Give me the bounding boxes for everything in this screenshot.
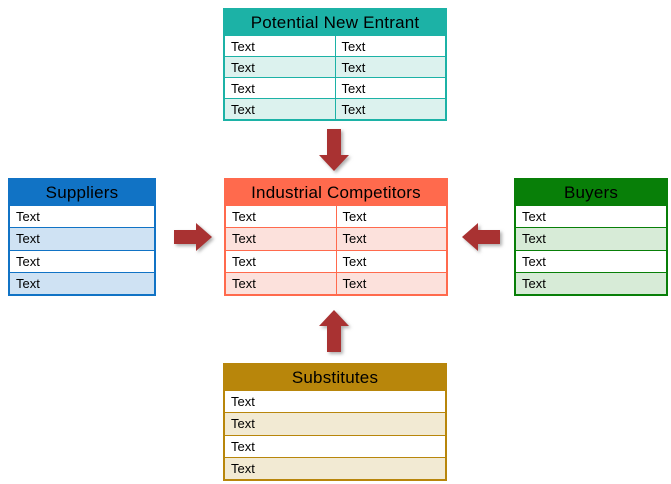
- table-cell: Text: [334, 36, 446, 56]
- table-row: Text Text: [225, 98, 445, 119]
- table-row: Text: [225, 434, 445, 457]
- table-title-industrial-competitors: Industrial Competitors: [226, 180, 446, 205]
- table-cell: Text: [16, 275, 40, 291]
- table-row: Text Text: [225, 77, 445, 98]
- table-row: Text: [10, 249, 154, 272]
- table-cell: Text: [522, 209, 546, 225]
- table-row: Text: [516, 249, 666, 272]
- table-potential-new-entrant: Potential New Entrant Text Text Text Tex…: [223, 8, 447, 121]
- table-cell: Text: [334, 57, 446, 77]
- table-row: Text Text: [226, 205, 447, 228]
- table-cell: Text: [232, 231, 256, 247]
- table-cell: Text: [231, 80, 255, 96]
- table-cell: Text: [16, 253, 40, 269]
- table-substitutes: Substitutes Text Text Text Text: [223, 363, 447, 481]
- table-row: Text Text: [225, 56, 445, 77]
- table-row: Text: [10, 271, 154, 294]
- table-cell: Text: [232, 253, 256, 269]
- table-cell: Text: [231, 59, 255, 75]
- table-cell: Text: [335, 206, 447, 228]
- table-buyers: Buyers Text Text Text Text: [514, 178, 668, 296]
- table-row: Text: [225, 412, 445, 435]
- table-industrial-competitors: Industrial Competitors Text Text Text Te…: [224, 178, 448, 296]
- arrow-down-icon: [319, 129, 349, 171]
- table-cell: Text: [231, 101, 255, 117]
- table-row: Text: [516, 271, 666, 294]
- table-cell: Text: [335, 228, 447, 250]
- table-cell: Text: [231, 394, 255, 410]
- table-cell: Text: [232, 275, 256, 291]
- table-row: Text: [225, 456, 445, 479]
- table-cell: Text: [522, 253, 546, 269]
- table-cell: Text: [231, 38, 255, 54]
- table-cell: Text: [335, 250, 447, 272]
- table-title-buyers: Buyers: [516, 180, 666, 205]
- arrow-right-icon: [174, 223, 212, 251]
- table-cell: Text: [231, 438, 255, 454]
- table-cell: Text: [231, 460, 255, 476]
- table-row: Text Text: [226, 249, 447, 272]
- table-row: Text Text: [226, 271, 447, 294]
- table-cell: Text: [522, 275, 546, 291]
- arrow-left-icon: [462, 223, 500, 251]
- table-row: Text Text: [226, 227, 447, 250]
- table-row: Text: [225, 390, 445, 413]
- table-title-potential-new-entrant: Potential New Entrant: [225, 10, 445, 35]
- table-title-suppliers: Suppliers: [10, 180, 154, 205]
- table-cell: Text: [334, 78, 446, 98]
- table-row: Text: [10, 205, 154, 228]
- table-cell: Text: [231, 416, 255, 432]
- table-cell: Text: [232, 209, 256, 225]
- table-row: Text: [516, 227, 666, 250]
- table-row: Text Text: [225, 35, 445, 56]
- arrow-up-icon: [319, 310, 349, 352]
- table-cell: Text: [522, 231, 546, 247]
- table-row: Text: [10, 227, 154, 250]
- table-suppliers: Suppliers Text Text Text Text: [8, 178, 156, 296]
- table-title-substitutes: Substitutes: [225, 365, 445, 390]
- table-cell: Text: [334, 99, 446, 119]
- table-row: Text: [516, 205, 666, 228]
- table-cell: Text: [335, 272, 447, 294]
- table-cell: Text: [16, 209, 40, 225]
- table-cell: Text: [16, 231, 40, 247]
